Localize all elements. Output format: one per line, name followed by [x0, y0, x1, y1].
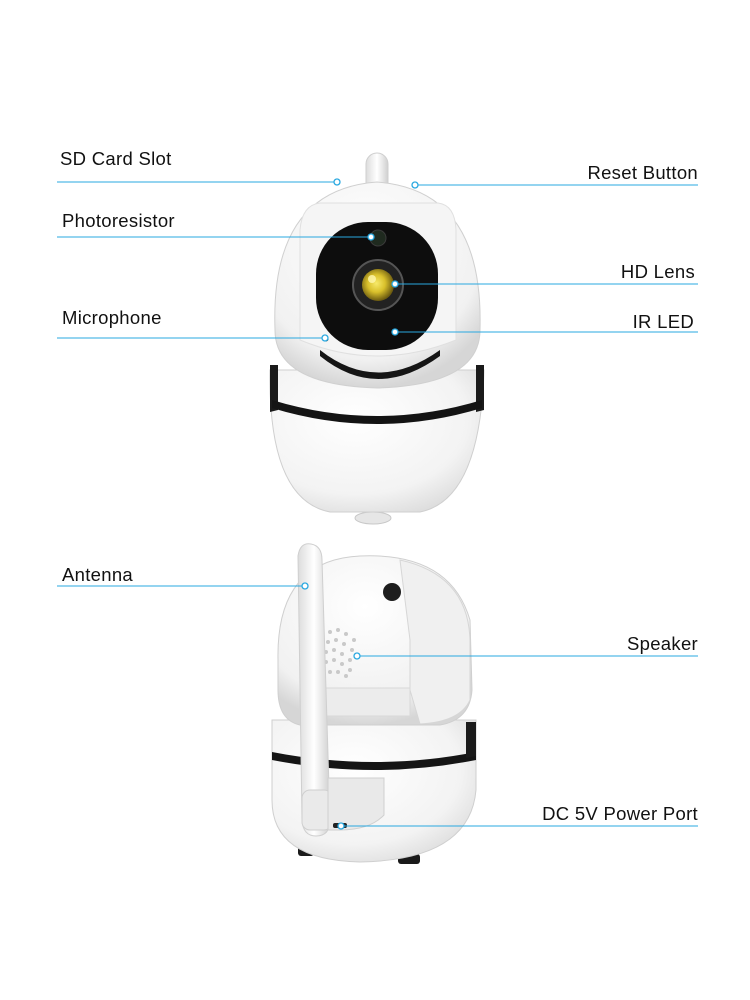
label-ir-led: IR LED: [632, 311, 694, 332]
leader-dots: [301, 178, 419, 830]
label-speaker: Speaker: [626, 633, 698, 654]
label-reset-button: Reset Button: [587, 162, 698, 183]
label-hd-lens: HD Lens: [620, 261, 695, 282]
label-dc-power-port: DC 5V Power Port: [542, 803, 698, 824]
back-camera: [271, 543, 477, 864]
label-antenna: Antenna: [62, 564, 134, 585]
back-hole: [383, 583, 401, 601]
label-microphone: Microphone: [62, 307, 162, 328]
hd-lens: [362, 269, 394, 301]
leader-lines: [57, 181, 698, 827]
label-sd-card-slot: SD Card Slot: [60, 148, 172, 169]
label-photoresistor: Photoresistor: [62, 210, 175, 231]
